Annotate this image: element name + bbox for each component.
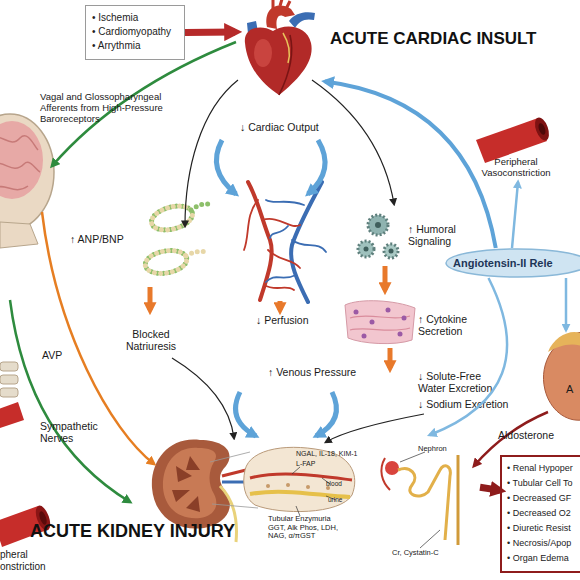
list-item: • Tubular Cell To [507, 476, 580, 491]
heart-highlight [254, 39, 272, 67]
annotation-label: ↓ Perfusion [256, 314, 309, 326]
list-item: • Necrosis/Apop [507, 536, 580, 551]
nephron-illustration [381, 452, 458, 548]
heart-groove [279, 35, 292, 95]
annotation-label: Vagal and Glossopharyngeal Afferents fro… [40, 92, 172, 125]
annotation-label: NGAL, IL-18, KIM-1 [296, 450, 357, 458]
list-item: • Arrythmia [92, 39, 178, 53]
pulmonary-artery [289, 12, 315, 28]
heart-node: ACUTE CARDIAC INSULT [235, 5, 325, 95]
head-illustration [0, 114, 54, 248]
spine-illustration [0, 362, 18, 397]
aortic-branches [273, 0, 290, 9]
connector-arrow [325, 82, 496, 249]
annotation-label: urine [328, 496, 342, 503]
annotation-label: Peripheral Vasoconstriction [476, 157, 556, 179]
annotation-label: blood [326, 480, 342, 487]
heart-illustration [245, 0, 315, 95]
list-item: • Organ Edema [507, 551, 580, 566]
list-item: • Decreased O2 [507, 506, 580, 521]
aorta [266, 6, 295, 29]
annotation-label: Sympathetic Nerves [40, 420, 108, 444]
adrenal-illustration [543, 332, 580, 420]
tubule-inset [210, 447, 355, 516]
brain [0, 121, 43, 199]
skull [0, 114, 54, 230]
list-item: • Decreased GF [507, 491, 580, 506]
annotation-label: AVP [42, 349, 62, 361]
annotation-label: Aldosterone [498, 429, 554, 441]
hormone-ellipse: Angiotensin-II Rele [445, 248, 580, 278]
annotation-label: ↓ Cardiac Output [240, 121, 319, 133]
annotation-label: ↑ ANP/BNP [70, 233, 124, 245]
peptide-chains [143, 202, 210, 277]
jaw [0, 222, 38, 248]
connector-arrow [185, 29, 235, 37]
annotation-label: A [566, 383, 573, 396]
ellipse-shape [446, 249, 580, 277]
list-item: • Cardiomyopathy [92, 25, 178, 39]
list-item: • Renal Hypoper [507, 461, 580, 476]
annotation-label: ↓ Sodium Excretion [418, 398, 508, 410]
signaling-cells [358, 215, 398, 258]
list-item: • Ischemia [92, 11, 178, 25]
annotation-label: pheral onstriction [0, 549, 58, 572]
annotation-label: ↑ Cytokine Secretion [418, 313, 482, 337]
annotation-label: ↑ Humoral Signaling [408, 223, 470, 247]
annotation-label: ↑ Venous Pressure [268, 366, 356, 378]
annotation-label: Cr, Cystatin-C [392, 549, 439, 558]
connector-arrow [430, 278, 507, 435]
ellipse-text: Angiotensin-II Rele [445, 248, 580, 278]
list-item: • Diuretic Resist [507, 521, 580, 536]
tissue-illustration [345, 301, 415, 344]
node-heading: ACUTE KIDNEY INJURY [30, 521, 235, 542]
blood-vessel [0, 402, 24, 428]
outcome-list-box: • Renal Hypoper• Tubular Cell To• Decrea… [500, 455, 580, 573]
heart-body [245, 27, 312, 95]
connector-arrow [480, 487, 500, 490]
node-heading: ACUTE CARDIAC INSULT [330, 29, 537, 49]
annotation-label: Nephron [418, 445, 447, 454]
blood-vessel [476, 116, 552, 163]
annotation-label: Tubular Enzymuria GGT, Alk Phos, LDH, NA… [268, 515, 350, 541]
annotation-label: L-FAP [296, 460, 315, 468]
coronary-fat [283, 33, 289, 63]
annotation-label: Blocked Natriuresis [116, 328, 186, 352]
cause-list-box: • Ischemia• Cardiomyopathy• Arrythmia [85, 5, 185, 60]
annotation-label: ↓ Solute-Free Water Excretion [418, 370, 502, 394]
capillary-network [244, 182, 326, 302]
brain-folds [0, 136, 40, 190]
